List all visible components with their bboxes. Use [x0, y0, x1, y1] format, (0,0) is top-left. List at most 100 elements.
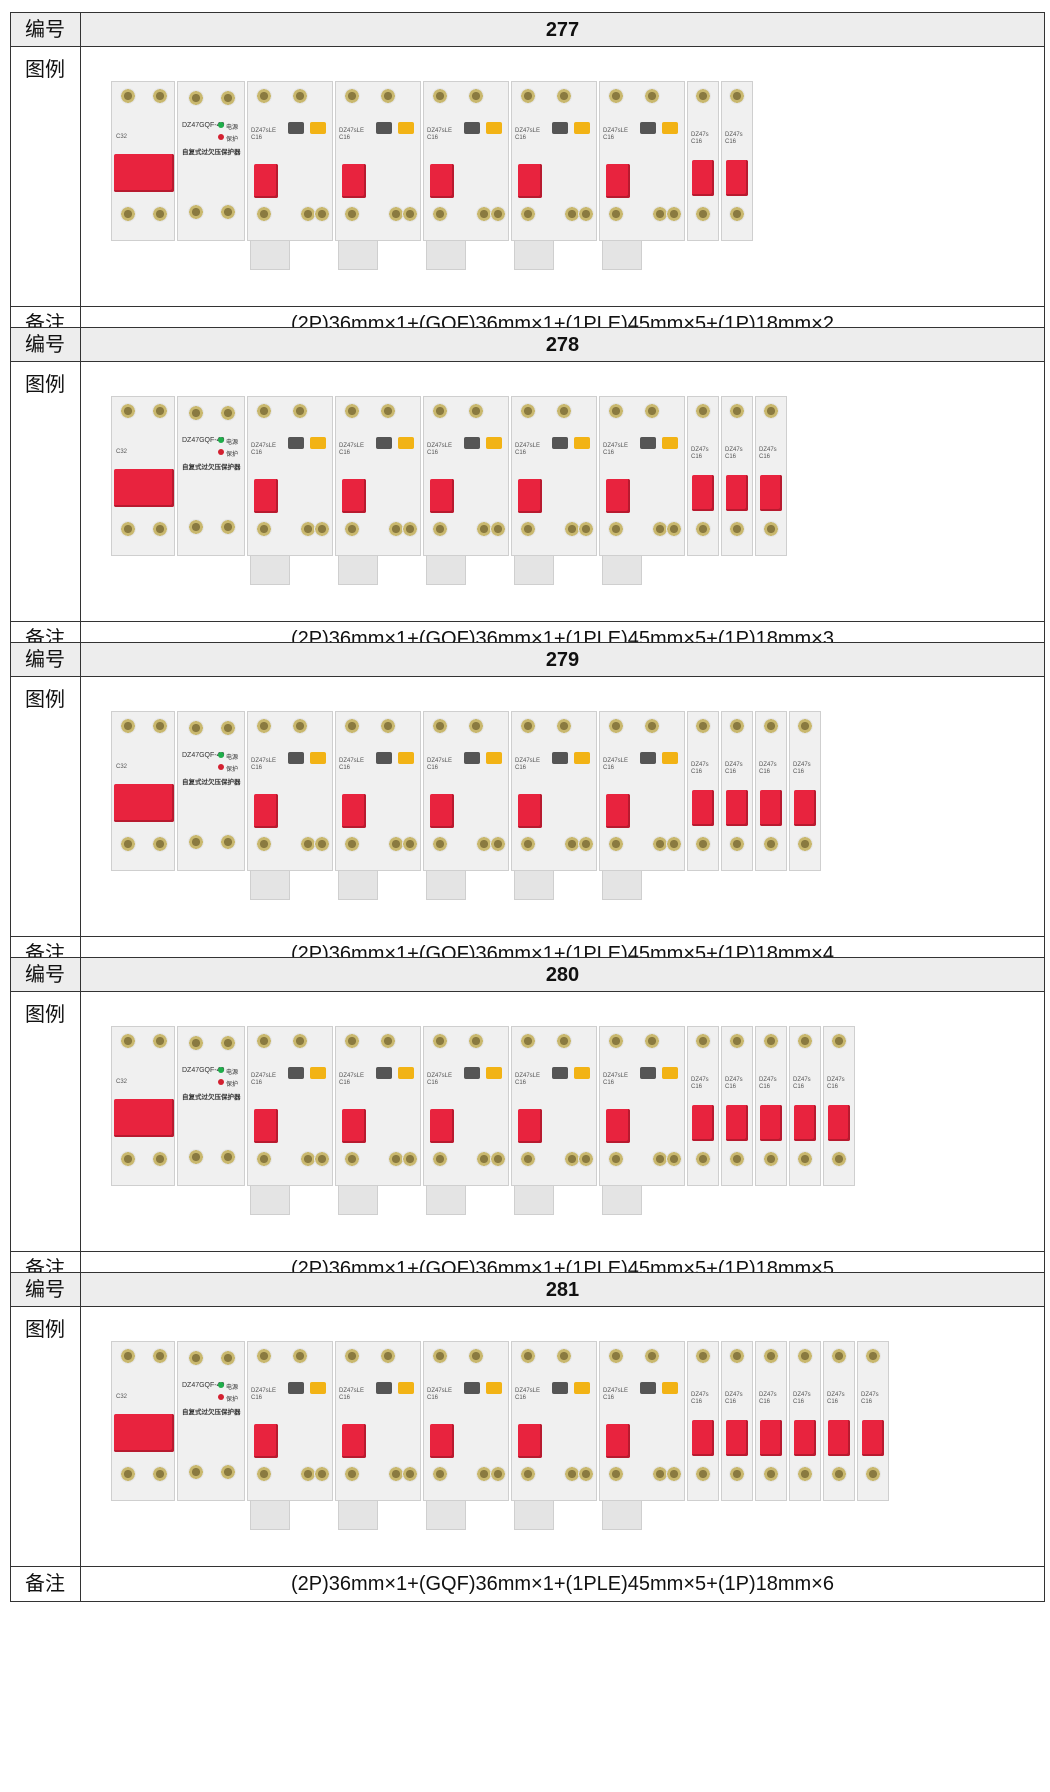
gqf-title-label: 自复式过欠压保护器 [182, 1409, 241, 1416]
terminal-screw [188, 1464, 204, 1480]
test-button-r [552, 1382, 568, 1394]
terminal-screw [797, 836, 813, 852]
terminal-screw [188, 90, 204, 106]
test-button-r [376, 1067, 392, 1079]
test-button-r [464, 437, 480, 449]
power-led [218, 1067, 224, 1073]
terminal-screw [608, 88, 624, 104]
terminal-screw [729, 1466, 745, 1482]
mcb-model: DZ47s [759, 1077, 777, 1083]
terminal-screw [763, 1033, 779, 1049]
number-label: 编号 [11, 13, 81, 46]
terminal-screw [608, 718, 624, 734]
ple-model: DZ47sLE [339, 1073, 365, 1079]
breaker-tail [514, 870, 554, 900]
test-button-t [486, 1382, 502, 1394]
terminal-screw [220, 1149, 236, 1165]
ple-rating: C16 [339, 1395, 351, 1401]
terminal-screw [608, 1348, 624, 1364]
figure-label: 图例 [11, 47, 81, 306]
terminal-screw [763, 403, 779, 419]
mcb-model: DZ47s [827, 1392, 845, 1398]
terminal-screw [763, 521, 779, 537]
mcb-model: DZ47s [793, 1077, 811, 1083]
test-button-r [376, 122, 392, 134]
mcb-rating: C16 [793, 1084, 805, 1090]
ple-model: DZ47sLE [251, 128, 277, 134]
ple-rating: C16 [603, 135, 615, 141]
ple-model: DZ47sLE [339, 128, 365, 134]
terminal-screw [220, 519, 236, 535]
terminal-screw [188, 834, 204, 850]
terminal-screw [608, 403, 624, 419]
number-label: 编号 [11, 643, 81, 676]
terminal-screw [120, 1033, 136, 1049]
ple-rating: C16 [339, 135, 351, 141]
terminal-screw [666, 836, 682, 852]
terminal-screw [188, 204, 204, 220]
breaker-tail [426, 555, 466, 585]
terminal-screw [120, 521, 136, 537]
terminal-screw [388, 1151, 404, 1167]
terminal-screw [292, 88, 308, 104]
terminal-screw [188, 519, 204, 535]
terminal-screw [520, 836, 536, 852]
ple-rating: C16 [251, 1395, 263, 1401]
test-button-r [376, 437, 392, 449]
ple-model: DZ47sLE [427, 1388, 453, 1394]
terminal-screw [468, 718, 484, 734]
terminal-screw [578, 836, 594, 852]
terminal-screw [652, 206, 668, 222]
gqf-title-label: 自复式过欠压保护器 [182, 464, 241, 471]
test-button-r [640, 752, 656, 764]
mcb-model: DZ47s [691, 447, 709, 453]
terminal-screw [256, 521, 272, 537]
test-button-r [640, 122, 656, 134]
test-button-t [574, 1067, 590, 1079]
mcb-rating: C16 [725, 769, 737, 775]
test-button-t [574, 1382, 590, 1394]
figure-label: 图例 [11, 362, 81, 621]
breaker-2p-rating: C32 [116, 1394, 128, 1400]
terminal-screw [432, 403, 448, 419]
terminal-screw [256, 718, 272, 734]
terminal-screw [865, 1466, 881, 1482]
breaker-handle [862, 1420, 884, 1456]
terminal-screw [695, 1348, 711, 1364]
terminal-screw [729, 1033, 745, 1049]
breaker-handle [342, 164, 366, 198]
terminal-screw [120, 1466, 136, 1482]
breaker-2p-rating: C32 [116, 1079, 128, 1085]
terminal-screw [188, 1035, 204, 1051]
mcb-model: DZ47s [861, 1392, 879, 1398]
terminal-screw [608, 1151, 624, 1167]
terminal-screw [608, 206, 624, 222]
terminal-screw [578, 1151, 594, 1167]
test-button-t [398, 752, 414, 764]
breaker-handle [114, 784, 174, 822]
mcb-rating: C16 [691, 1084, 703, 1090]
terminal-screw [729, 403, 745, 419]
mcb-rating: C16 [725, 1084, 737, 1090]
ple-rating: C16 [427, 135, 439, 141]
terminal-screw [666, 521, 682, 537]
terminal-screw [344, 403, 360, 419]
ple-model: DZ47sLE [251, 1073, 277, 1079]
ple-rating: C16 [603, 1395, 615, 1401]
mcb-rating: C16 [725, 139, 737, 145]
